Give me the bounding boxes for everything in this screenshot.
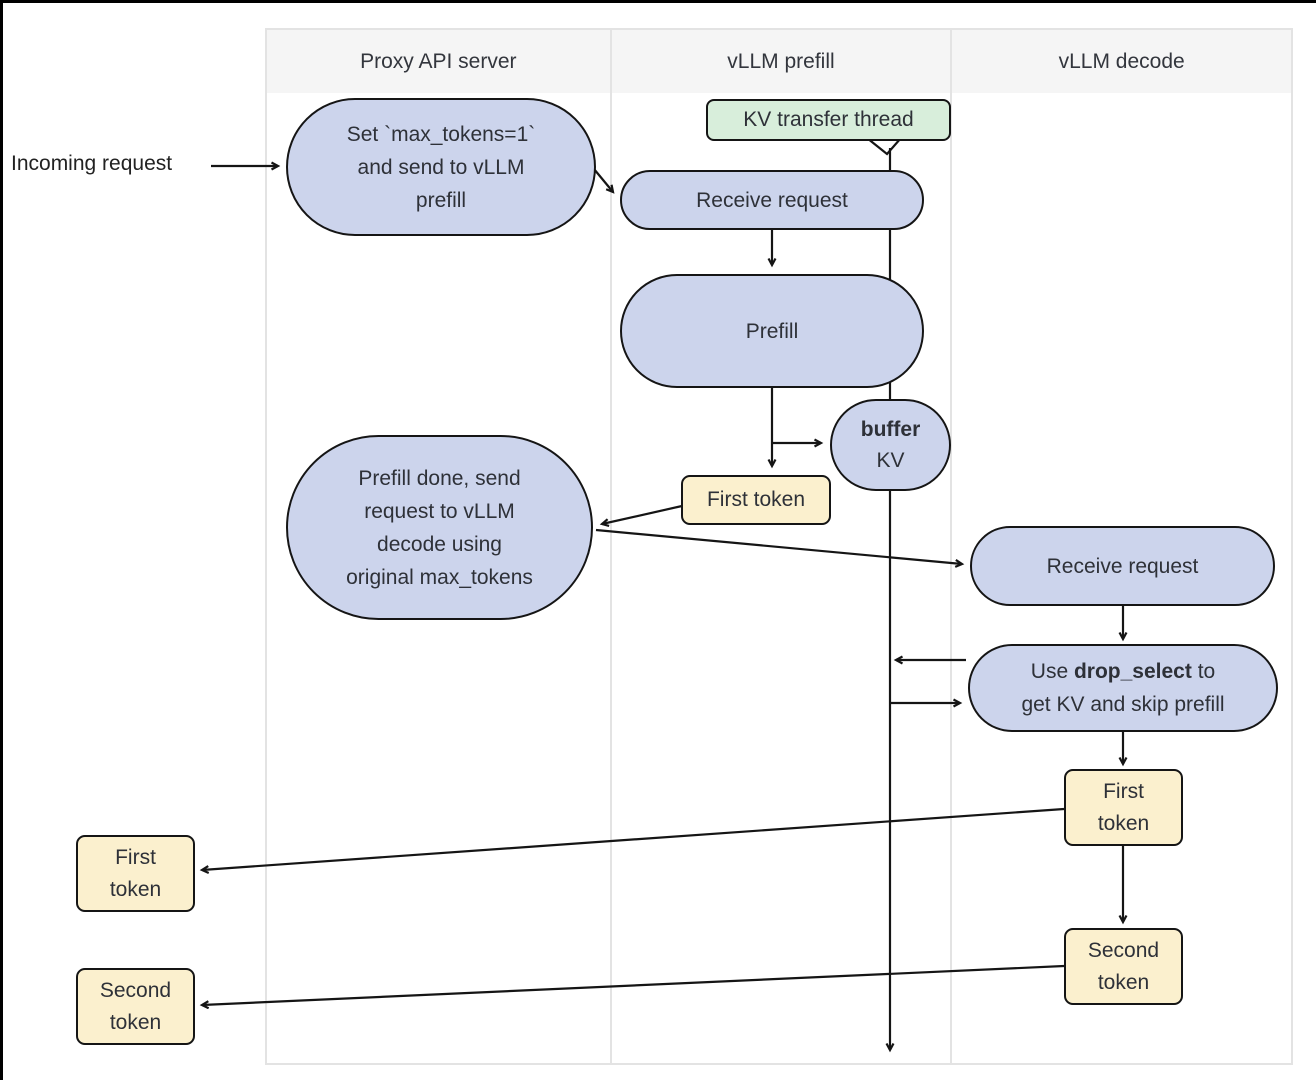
prefill-done-line3: decode using xyxy=(377,532,502,556)
first-token-output-line2: token xyxy=(109,877,162,901)
second-token-output-line2: token xyxy=(109,1010,162,1034)
second-token-decode-line2: token xyxy=(1097,970,1150,994)
drop-select-line2: get KV and skip prefill xyxy=(1021,693,1225,716)
lane-header-proxy-api-server: Proxy API server xyxy=(267,30,610,93)
incoming-request-label: Incoming request xyxy=(11,152,173,175)
drop-select-post: to xyxy=(1191,660,1216,683)
second-token-output-line1: Second xyxy=(99,978,172,1002)
set-max-tokens-line1: Set `max_tokens=1` xyxy=(346,122,536,146)
receive-request-decode-node: Receive request xyxy=(970,526,1275,606)
receive-request-prefill-node: Receive request xyxy=(620,170,924,230)
second-token-decode-box: Second token xyxy=(1064,928,1183,1005)
arrow-firsttoken-decode-to-out xyxy=(199,807,1065,875)
set-max-tokens-node: Set `max_tokens=1` and send to vLLM pref… xyxy=(286,98,596,236)
drop-select-bold: drop_select xyxy=(1073,660,1192,683)
first-token-prefill-box: First token xyxy=(681,475,831,525)
lane-vllm-prefill: vLLM prefill xyxy=(609,30,951,1063)
lane-header-vllm-decode: vLLM decode xyxy=(952,30,1291,93)
prefill-node: Prefill xyxy=(620,274,924,388)
prefill-done-line1: Prefill done, send xyxy=(358,466,521,490)
first-token-output-line1: First xyxy=(115,845,156,869)
drop-select-line1: Use drop_select to xyxy=(1031,655,1215,688)
first-token-decode-line2: token xyxy=(1097,811,1150,835)
second-token-output-box: Second token xyxy=(76,968,195,1045)
first-token-decode-line1: First xyxy=(1103,779,1144,803)
drop-select-node: Use drop_select to get KV and skip prefi… xyxy=(968,644,1278,732)
lane-header-vllm-prefill: vLLM prefill xyxy=(611,30,951,93)
first-token-output-box: First token xyxy=(76,835,195,912)
kv-transfer-thread-callout: KV transfer thread xyxy=(706,99,951,141)
arrow-secondtoken-decode-to-out xyxy=(199,964,1065,1010)
buffer-kv-normal: KV xyxy=(876,449,905,472)
lane-vllm-decode: vLLM decode xyxy=(950,30,1291,1063)
drop-select-pre: Use xyxy=(1030,660,1074,683)
buffer-kv-node: buffer KV xyxy=(830,399,951,491)
prefill-done-line4: original max_tokens xyxy=(346,565,533,589)
second-token-decode-line1: Second xyxy=(1087,938,1160,962)
arrow-setmax-to-receive-prefill xyxy=(593,168,615,194)
prefill-done-line2: request to vLLM xyxy=(364,499,515,523)
set-max-tokens-line3: prefill xyxy=(415,188,467,212)
buffer-kv-bold: buffer xyxy=(860,418,921,441)
first-token-decode-box: First token xyxy=(1064,769,1183,846)
set-max-tokens-line2: and send to vLLM xyxy=(357,155,525,179)
prefill-done-node: Prefill done, send request to vLLM decod… xyxy=(286,435,593,620)
connector-layer xyxy=(199,136,1128,1053)
lane-proxy-api-server: Proxy API server xyxy=(267,30,610,1063)
arrow-prefilldone-to-receive-decode xyxy=(595,528,965,568)
arrow-firsttoken-to-prefilldone xyxy=(599,504,683,528)
